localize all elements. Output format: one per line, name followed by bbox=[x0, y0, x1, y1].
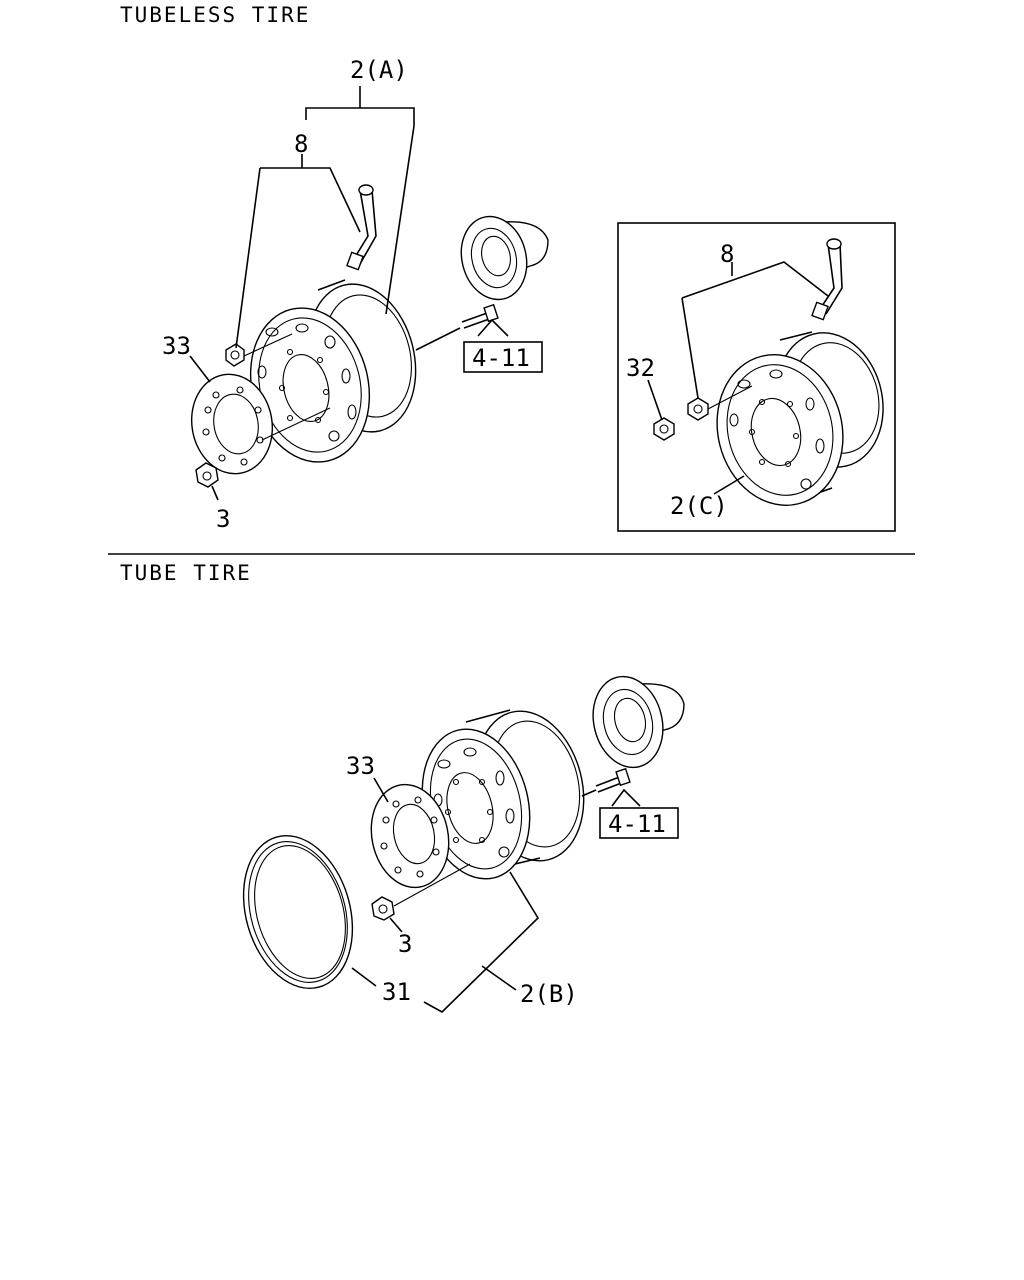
valve-nut-a bbox=[225, 343, 245, 367]
wheel-nut-a bbox=[195, 462, 219, 488]
section-title-tube: TUBE TIRE bbox=[120, 561, 252, 585]
callout-8c: 8 bbox=[720, 240, 734, 268]
valve-stem-c bbox=[811, 238, 843, 321]
callout-4-11a[interactable]: 4-11 bbox=[472, 344, 530, 372]
leader-2b bbox=[423, 871, 540, 1013]
section-title-tubeless: TUBELESS TIRE bbox=[120, 3, 310, 27]
leader-8a bbox=[235, 154, 361, 349]
leader-8c bbox=[681, 261, 829, 399]
callout-31: 31 bbox=[382, 978, 411, 1006]
hub-drum-b bbox=[592, 675, 685, 769]
leader-hub-b bbox=[581, 789, 597, 797]
wheel-nut-b bbox=[371, 896, 395, 921]
leader-2c bbox=[713, 475, 745, 495]
leader-4-11a bbox=[477, 318, 509, 337]
leader-3a bbox=[211, 485, 219, 501]
hub-plate-b bbox=[370, 783, 450, 889]
stud-line-a bbox=[261, 407, 331, 441]
callout-4-11b[interactable]: 4-11 bbox=[608, 810, 666, 838]
leader-33a bbox=[189, 355, 211, 383]
callout-3b: 3 bbox=[398, 930, 412, 958]
callout-33b: 33 bbox=[346, 752, 375, 780]
wheel-a bbox=[249, 279, 417, 463]
callout-2a: 2(A) bbox=[350, 56, 408, 84]
inset-frame bbox=[617, 222, 896, 532]
hub-drum-a bbox=[460, 215, 549, 301]
hub-bolt-b bbox=[595, 767, 631, 793]
leader-32c bbox=[647, 379, 663, 421]
leader-2a bbox=[305, 86, 415, 315]
leader-33b bbox=[373, 777, 389, 803]
callout-33a: 33 bbox=[162, 332, 191, 360]
callout-32c: 32 bbox=[626, 354, 655, 382]
hub-bolt-a bbox=[461, 303, 499, 329]
wheel-c bbox=[716, 331, 884, 506]
callout-2b: 2(B) bbox=[520, 980, 578, 1008]
leader-4-11b bbox=[611, 788, 641, 807]
ref-box-4-11a[interactable] bbox=[463, 341, 543, 373]
leader-3b bbox=[389, 917, 403, 933]
side-ring bbox=[242, 834, 354, 990]
callout-8a: 8 bbox=[294, 130, 308, 158]
stud-line-b bbox=[393, 863, 471, 907]
ref-box-4-11b[interactable] bbox=[599, 807, 679, 839]
wheel-nut-c bbox=[653, 417, 675, 441]
leader-31 bbox=[351, 967, 377, 987]
leader-hub-a bbox=[415, 327, 461, 351]
stud-line-a2 bbox=[243, 333, 293, 357]
stud-line-c bbox=[707, 385, 753, 410]
callout-3a: 3 bbox=[216, 505, 230, 533]
hub-plate-a bbox=[190, 373, 274, 475]
callout-2c: 2(C) bbox=[670, 492, 728, 520]
valve-stem-a bbox=[346, 184, 377, 271]
valve-nut-c bbox=[687, 397, 709, 421]
